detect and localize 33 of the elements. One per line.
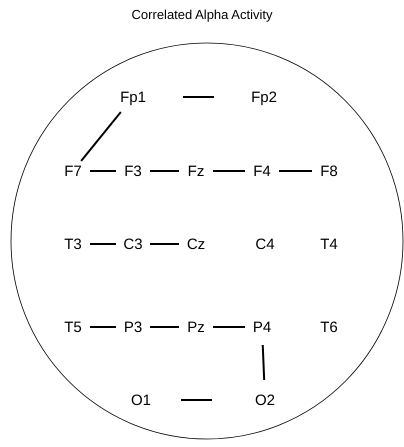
connector-line <box>181 399 212 401</box>
connector-line <box>262 344 266 380</box>
electrode-label: P4 <box>252 318 272 336</box>
connector-line <box>150 243 179 245</box>
connector-line <box>150 326 179 328</box>
connector-line <box>90 243 116 245</box>
electrode-label: O2 <box>254 392 275 408</box>
electrode-label: Fp1 <box>120 88 146 106</box>
electrode-label: F4 <box>253 162 271 180</box>
electrode-label: T5 <box>64 318 82 336</box>
electrode-label: Fp2 <box>251 88 277 106</box>
electrode-label: F8 <box>320 162 338 180</box>
electrode-label: F3 <box>124 162 142 180</box>
electrode-label: C4 <box>255 236 275 252</box>
chart-title: Correlated Alpha Activity <box>130 7 274 22</box>
electrode-label: F7 <box>64 162 82 180</box>
electrode-label: P3 <box>124 318 142 336</box>
connector-line <box>279 170 312 172</box>
connector-line <box>150 170 179 172</box>
electrode-label: T6 <box>320 318 338 336</box>
electrode-label: O1 <box>130 392 151 408</box>
electrode-label: T4 <box>320 236 338 252</box>
connector-line <box>90 326 116 328</box>
electrode-label: Cz <box>186 236 206 252</box>
connector-line <box>213 170 245 172</box>
electrode-label: C3 <box>123 236 143 252</box>
electrode-label: T3 <box>64 236 82 252</box>
connector-line <box>80 111 122 162</box>
connector-line <box>183 96 214 98</box>
connector-line <box>213 326 245 328</box>
electrode-label: Pz <box>187 318 205 336</box>
connector-line <box>90 170 116 172</box>
electrode-label: Fz <box>188 162 204 180</box>
